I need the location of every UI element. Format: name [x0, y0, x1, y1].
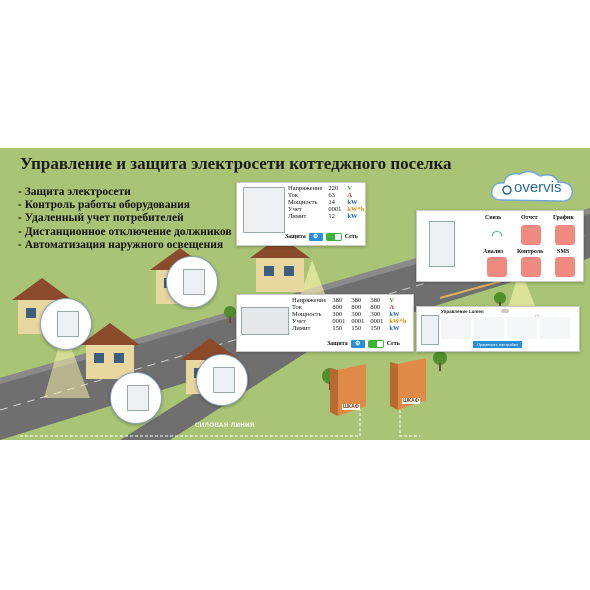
feature-item: - Дистанционное отключение должников: [18, 225, 232, 238]
lighting-settings-grid: [441, 317, 573, 339]
feature-list: - Защита электросети - Контроль работы о…: [18, 186, 232, 252]
protect-label: Защита: [285, 234, 306, 240]
scene-background: ШКАФ ШКАФ СИЛОВАЯ ЛИНИЯ Управление и защ…: [0, 148, 590, 440]
device-circle-3[interactable]: [166, 256, 218, 308]
feature-item: - Удаленный учет потребителей: [18, 212, 184, 225]
device-circle-4[interactable]: [196, 354, 248, 406]
feature-item: - Защита электросети: [18, 186, 131, 198]
app-label-link: Связь: [485, 215, 502, 221]
app-label-report: Отчет: [521, 215, 538, 221]
gear-icon[interactable]: ⚙: [308, 233, 323, 241]
report-icon[interactable]: [521, 225, 541, 245]
app-label-chart: График: [553, 215, 574, 221]
single-phase-controls: Защита ⚙ Сеть: [285, 233, 358, 241]
page-title: Управление и защита электросети коттеджн…: [20, 154, 452, 173]
gear-icon[interactable]: ⚙: [350, 340, 365, 348]
lighting-device: [421, 315, 439, 345]
apply-settings-button[interactable]: Применить настройки: [473, 341, 522, 348]
device-circle-1[interactable]: [40, 298, 92, 350]
house-5: [250, 236, 310, 292]
lighting-panel-title: Управление Lumen: [441, 309, 484, 314]
app-label-control: Контроль: [517, 249, 544, 255]
control-icon[interactable]: [521, 257, 541, 277]
network-label: Сеть: [344, 234, 358, 240]
cabinet-2: [390, 358, 426, 410]
single-phase-device: [243, 187, 285, 233]
three-phase-controls: Защита ⚙ Сеть: [327, 340, 400, 348]
wifi-icon[interactable]: ◠: [490, 227, 504, 243]
power-line-label: СИЛОВАЯ ЛИНИЯ: [195, 423, 255, 429]
cabinet-1-label: ШКАФ: [343, 404, 359, 410]
modem-device: [429, 221, 455, 267]
sms-icon[interactable]: [555, 257, 575, 277]
cabinet-2-label: ШКАФ: [403, 398, 419, 404]
protect-label: Защита: [327, 341, 348, 347]
app-label-analysis: Анализ: [483, 249, 504, 255]
feature-item: - Автоматизация наружного освещения: [18, 238, 224, 251]
analysis-icon[interactable]: [487, 257, 507, 277]
overvis-logo-cloud-icon: [490, 170, 573, 202]
app-panel: Связь Отчет График ◠ Анализ Контроль SMS: [416, 210, 584, 282]
app-label-sms: SMS: [557, 249, 570, 255]
feature-item: - Контроль работы оборудования: [18, 199, 190, 212]
device-circle-2[interactable]: [110, 372, 162, 424]
lighting-toggle[interactable]: [501, 309, 509, 313]
logo-text: overvis: [514, 179, 562, 196]
network-label: Сеть: [386, 341, 400, 347]
network-toggle[interactable]: [325, 233, 342, 241]
chart-icon[interactable]: [555, 225, 575, 245]
house-2: [80, 323, 140, 379]
lighting-panel: Управление Lumen ☼ Применить настройки: [416, 306, 580, 352]
three-phase-device: [241, 307, 289, 335]
cabinet-1: [330, 364, 366, 416]
sun-icon: ☼: [533, 311, 542, 321]
network-toggle[interactable]: [367, 340, 384, 348]
